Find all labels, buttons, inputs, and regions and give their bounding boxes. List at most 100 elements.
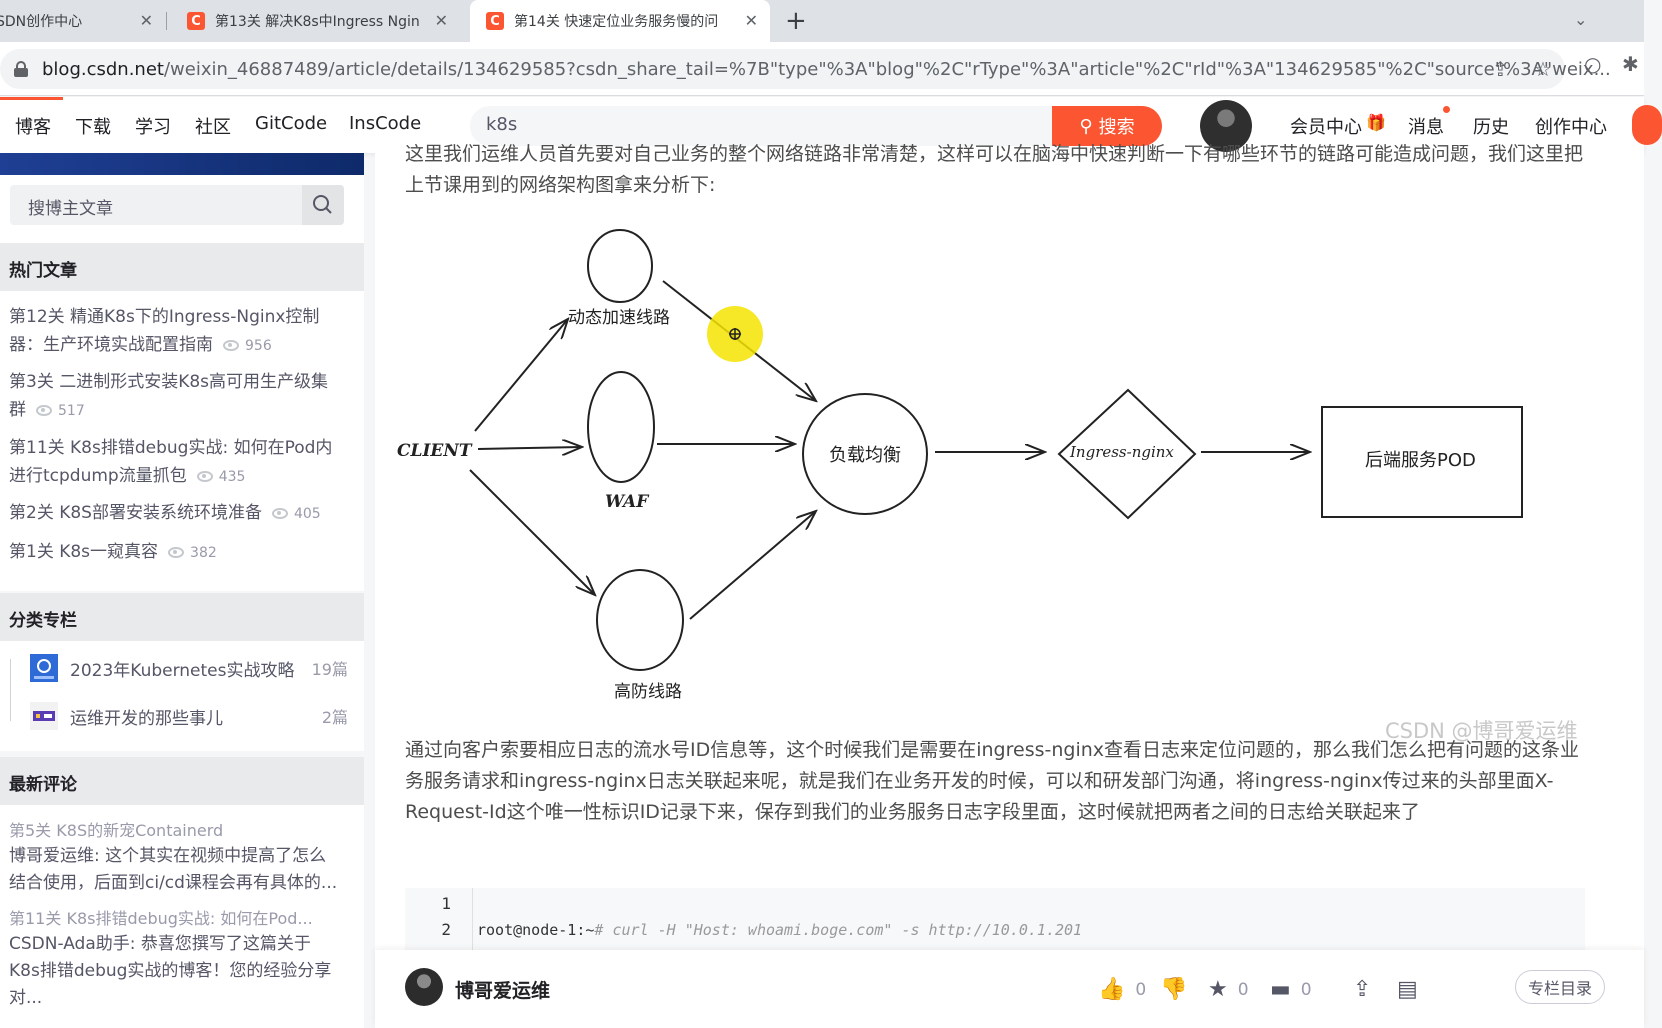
backend-label: 后端服务POD: [1365, 450, 1476, 471]
blog-search-input[interactable]: 搜博主文章: [10, 185, 344, 225]
puzzle-icon[interactable]: ✱: [1622, 52, 1639, 76]
pdf-button[interactable]: ▤: [1397, 977, 1428, 1002]
like-count: 0: [1135, 979, 1147, 1000]
tab-title: 第13关 解决K8s中Ingress Ngin: [215, 14, 420, 30]
comment-article-link[interactable]: 第11关 K8s排错debug实战: 如何在Pod...: [9, 909, 313, 928]
code-prompt: root@node-1:~: [477, 921, 595, 939]
search-button[interactable]: [302, 185, 344, 225]
unread-dot: [1443, 106, 1450, 113]
nav-blog[interactable]: 博客: [15, 117, 51, 138]
category-count: 19篇: [311, 660, 348, 679]
category-name[interactable]: 运维开发的那些事儿: [70, 708, 223, 729]
nav-community[interactable]: 社区: [195, 117, 231, 138]
comment-icon: ▬: [1270, 977, 1291, 1002]
arrow-gaofang-lb: [689, 511, 816, 620]
category-item[interactable]: 运维开发的那些事儿 2篇: [30, 701, 348, 731]
ingress-nginx-node: [1057, 388, 1197, 520]
author-avatar[interactable]: [405, 968, 443, 1006]
author-name[interactable]: 博哥爱运维: [455, 980, 551, 1002]
article-bottom-bar: 博哥爱运维 👍0 👎 ★0 ▬0 ⇪ ▤ 专栏目录: [375, 950, 1644, 1028]
waf-node: [587, 371, 655, 483]
browser-tab[interactable]: C 第13关 解决K8s中Ingress Ngin ✕: [175, 0, 460, 42]
waf-label: WAF: [605, 492, 650, 512]
nav-inscode[interactable]: InsCode: [349, 113, 422, 134]
share-icon[interactable]: ⇪: [1492, 57, 1509, 81]
extension-circle-icon[interactable]: ○: [1584, 52, 1602, 76]
hot-article-title[interactable]: 第2关 K8S部署安装系统环境准备: [9, 503, 262, 523]
nav-creator-center[interactable]: 创作中心: [1535, 117, 1607, 138]
thumbs-up-icon: 👍: [1098, 977, 1126, 1002]
backend-pod-node: [1321, 406, 1523, 518]
categories-panel: 2023年Kubernetes实战攻略 19篇 运维开发的那些事儿 2篇: [0, 641, 364, 751]
view-count: 517: [58, 403, 85, 419]
nav-vip-center[interactable]: 会员中心: [1290, 117, 1362, 138]
latest-comments-title: 最新评论: [0, 757, 364, 805]
category-count: 2篇: [321, 708, 348, 727]
arrow-client-waf: [477, 447, 582, 449]
favorite-button[interactable]: ★0: [1208, 977, 1249, 1002]
hot-article-title[interactable]: 第12关 精通K8s下的Ingress-Nginx控制器：生产环境实战配置指南: [9, 307, 320, 355]
code-line: root@node-1:~# curl -H "Host: whoami.bog…: [477, 921, 1082, 939]
active-nav-indicator: [0, 97, 63, 100]
article-content: 这里我们运维人员首先要对自己业务的整个网络链路非常清楚，这样可以在脑海中快速判断…: [375, 143, 1644, 978]
browser-tab-active[interactable]: C 第14关 快速定位业务服务慢的问 ✕: [470, 0, 770, 42]
hot-article-title[interactable]: 第11关 K8s排错debug实战: 如何在Pod内进行tcpdump流量抓包: [9, 438, 333, 486]
browser-tab[interactable]: SDN创作中心 ✕: [0, 0, 165, 42]
url-path: /weixin_46887489/article/details/1346295…: [163, 58, 1611, 80]
url-field[interactable]: blog.csdn.net/weixin_46887489/article/de…: [0, 49, 1611, 89]
watermark: CSDN @博哥爱运维: [1385, 719, 1578, 743]
hot-article-title[interactable]: 第3关 二进制形式安装K8s高可用生产级集群: [9, 372, 329, 420]
comment-article-link[interactable]: 第5关 K8S的新宠Containerd: [9, 821, 224, 840]
csdn-favicon-icon: C: [486, 12, 504, 30]
close-icon[interactable]: ✕: [434, 11, 448, 30]
network-architecture-diagram: CLIENT 动态加速线路 WAF 高防线路 负载均衡 Ingress-ngin…: [397, 229, 1523, 702]
star-icon[interactable]: ☆: [1534, 57, 1552, 81]
like-button[interactable]: 👍0: [1098, 977, 1146, 1002]
client-label: CLIENT: [397, 441, 473, 461]
nav-download[interactable]: 下载: [75, 117, 111, 138]
search-button-label: 搜索: [1098, 117, 1135, 138]
nav-gitcode[interactable]: GitCode: [255, 113, 328, 134]
search-button[interactable]: ⚲ 搜索: [1052, 106, 1162, 146]
arrow-client-gaofang: [469, 469, 595, 595]
share-button[interactable]: ⇪: [1353, 977, 1381, 1002]
column-toc-button[interactable]: 专栏目录: [1515, 970, 1605, 1004]
nav-messages[interactable]: 消息: [1408, 117, 1444, 138]
star-icon: ★: [1208, 977, 1228, 1002]
hot-article-title[interactable]: 第1关 K8s一窥真容: [9, 542, 159, 562]
nav-learn[interactable]: 学习: [135, 117, 171, 138]
cursor-crosshair-icon: [729, 328, 741, 340]
arrow-client-dynamic: [474, 319, 568, 432]
category-item[interactable]: 2023年Kubernetes实战攻略 19篇: [30, 653, 348, 683]
comment-text[interactable]: CSDN-Ada助手: 恭喜您撰写了这篇关于K8s排错debug实战的博客！您的…: [9, 934, 332, 1008]
lock-icon[interactable]: [14, 61, 28, 77]
category-name[interactable]: 2023年Kubernetes实战攻略: [70, 660, 295, 681]
eye-icon: [196, 470, 213, 482]
publish-button[interactable]: [1632, 105, 1662, 145]
search-input[interactable]: k8s: [470, 106, 1054, 146]
comment-text[interactable]: 博哥爱运维: 这个其实在视频中提高了怎么结合使用，后面到ci/cd课程会再有具体…: [9, 846, 338, 893]
dislike-button[interactable]: 👎: [1160, 977, 1197, 1002]
nav-history[interactable]: 历史: [1473, 117, 1509, 138]
hot-articles-title: 热门文章: [0, 243, 364, 291]
line-number: 1: [441, 894, 451, 913]
new-tab-icon[interactable]: +: [785, 6, 807, 36]
comment-button[interactable]: ▬0: [1270, 977, 1312, 1002]
pdf-icon: ▤: [1397, 977, 1418, 1002]
article-paragraph: 这里我们运维人员首先要对自己业务的整个网络链路非常清楚，这样可以在脑海中快速判断…: [405, 143, 1584, 196]
chevron-down-icon[interactable]: ⌄: [1574, 10, 1588, 29]
close-icon[interactable]: ✕: [139, 11, 153, 30]
eye-icon: [223, 339, 239, 351]
categories-title: 分类专栏: [0, 593, 364, 641]
profile-banner: [0, 153, 364, 175]
eye-icon: [168, 546, 185, 558]
avatar[interactable]: [1200, 100, 1252, 152]
close-icon[interactable]: ✕: [744, 11, 758, 30]
view-count: 435: [218, 469, 246, 485]
